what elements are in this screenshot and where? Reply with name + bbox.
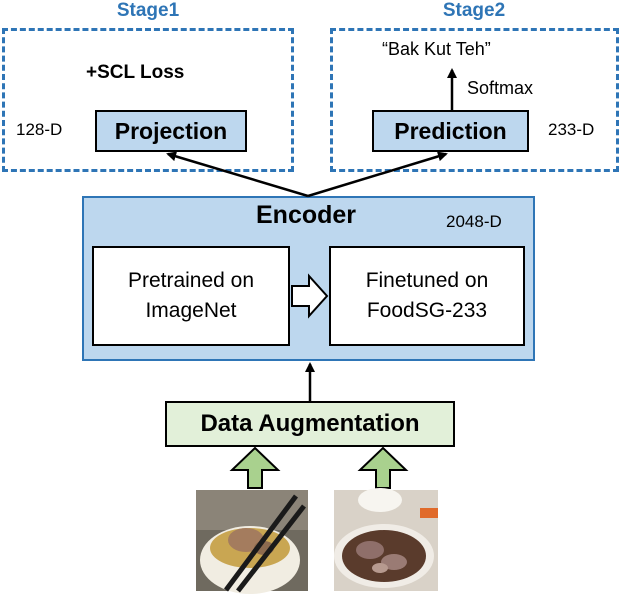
scl-loss-label: +SCL Loss — [86, 62, 185, 83]
encoder-dim-label: 2048-D — [446, 212, 502, 231]
pretrained-to-finetuned-arrow — [291, 273, 329, 319]
bak-kut-teh-plate-photo-icon — [334, 488, 438, 591]
image1-to-augmentation-arrow — [229, 446, 281, 489]
encoder-to-prediction-arrow — [307, 151, 448, 198]
softmax-label: Softmax — [467, 78, 534, 98]
stage1-box — [2, 28, 294, 172]
pretrained-box: Pretrained on ImageNet — [92, 246, 290, 346]
predicted-class-label: “Bak Kut Teh” — [382, 39, 491, 59]
encoder-to-projection-arrow — [166, 151, 309, 198]
stage2-box — [330, 28, 619, 172]
image2-to-augmentation-arrow — [357, 446, 409, 489]
stage1-dim-label: 128-D — [16, 120, 63, 139]
stage2-title: Stage2 — [442, 0, 506, 21]
stage2-dim-label: 233-D — [548, 120, 595, 139]
finetuned-box: Finetuned on FoodSG-233 — [329, 246, 525, 346]
stage1-title: Stage1 — [116, 0, 180, 21]
bak-kut-teh-bowl-photo-icon — [196, 490, 308, 594]
encoder-title: Encoder — [256, 201, 357, 229]
data-augmentation-box: Data Augmentation — [165, 401, 455, 447]
prediction-box: Prediction — [372, 110, 529, 152]
projection-box: Projection — [95, 110, 247, 152]
